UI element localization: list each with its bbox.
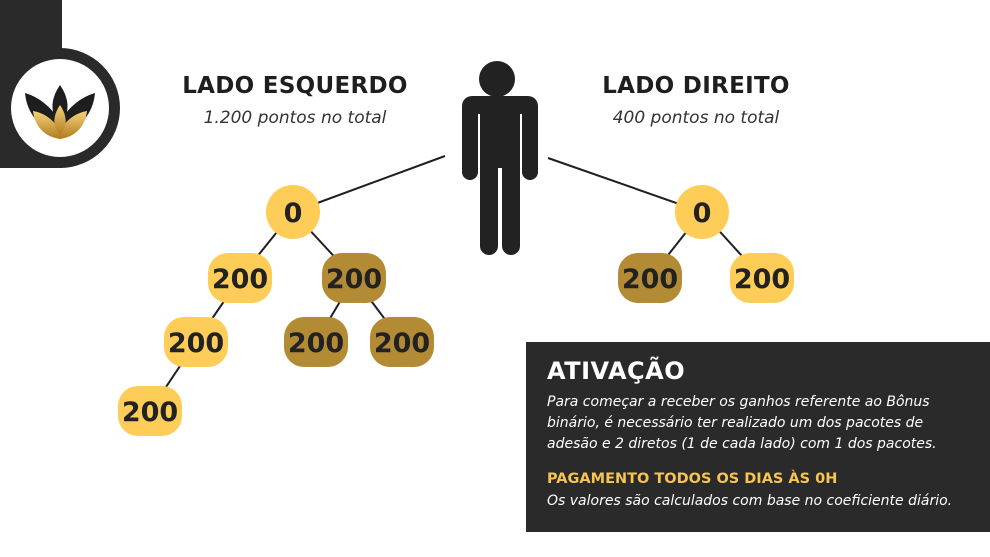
node-pill [284, 317, 348, 367]
lotus-logo [11, 59, 109, 157]
lotus-icon [25, 85, 95, 139]
node-value: 200 [122, 397, 178, 428]
node-value: 200 [734, 264, 790, 295]
tree-node-r-a: 200 [618, 253, 682, 303]
tree-node-l-b: 200 [322, 253, 386, 303]
activation-text: Para começar a receber os ganhos referen… [547, 394, 937, 452]
tree-node-l-b1: 200 [284, 317, 348, 367]
node-pill [730, 253, 794, 303]
node-pill [208, 253, 272, 303]
tree-node-l-a: 200 [208, 253, 272, 303]
left-side-title: LADO ESQUERDO [182, 73, 408, 99]
right-side-subtitle: 400 pontos no total [612, 108, 780, 128]
node-value: 200 [622, 264, 678, 295]
tree-node-l-a11: 200 [118, 386, 182, 436]
node-pill [322, 253, 386, 303]
node-value: 200 [212, 264, 268, 295]
left-side-subtitle: 1.200 pontos no total [203, 108, 387, 128]
tree-node-r-b: 200 [730, 253, 794, 303]
activation-panel: ATIVAÇÃO Para começar a receber os ganho… [526, 342, 990, 532]
person-icon [462, 61, 538, 255]
node-pill [118, 386, 182, 436]
tree-node-l-b2: 200 [370, 317, 434, 367]
right-side-title: LADO DIREITO [602, 73, 790, 99]
tree-node-l-root: 0 [266, 185, 320, 239]
node-value: 200 [374, 328, 430, 359]
node-circle [675, 185, 729, 239]
activation-title: ATIVAÇÃO [547, 357, 686, 385]
node-pill [164, 317, 228, 367]
node-value: 200 [168, 328, 224, 359]
node-value: 0 [693, 198, 712, 229]
tree-node-r-root: 0 [675, 185, 729, 239]
node-value: 200 [288, 328, 344, 359]
node-pill [370, 317, 434, 367]
tree-edge [547, 157, 703, 213]
tree-nodes: 0 200 200 200 200 200 200 0 200 200 [118, 185, 794, 436]
node-circle [266, 185, 320, 239]
payment-heading: PAGAMENTO TODOS OS DIAS ÀS 0H [547, 471, 838, 487]
node-value: 0 [284, 198, 303, 229]
node-pill [618, 253, 682, 303]
calculation-note: Os valores são calculados com base no co… [547, 493, 953, 509]
tree-node-l-a1: 200 [164, 317, 228, 367]
node-value: 200 [326, 264, 382, 295]
